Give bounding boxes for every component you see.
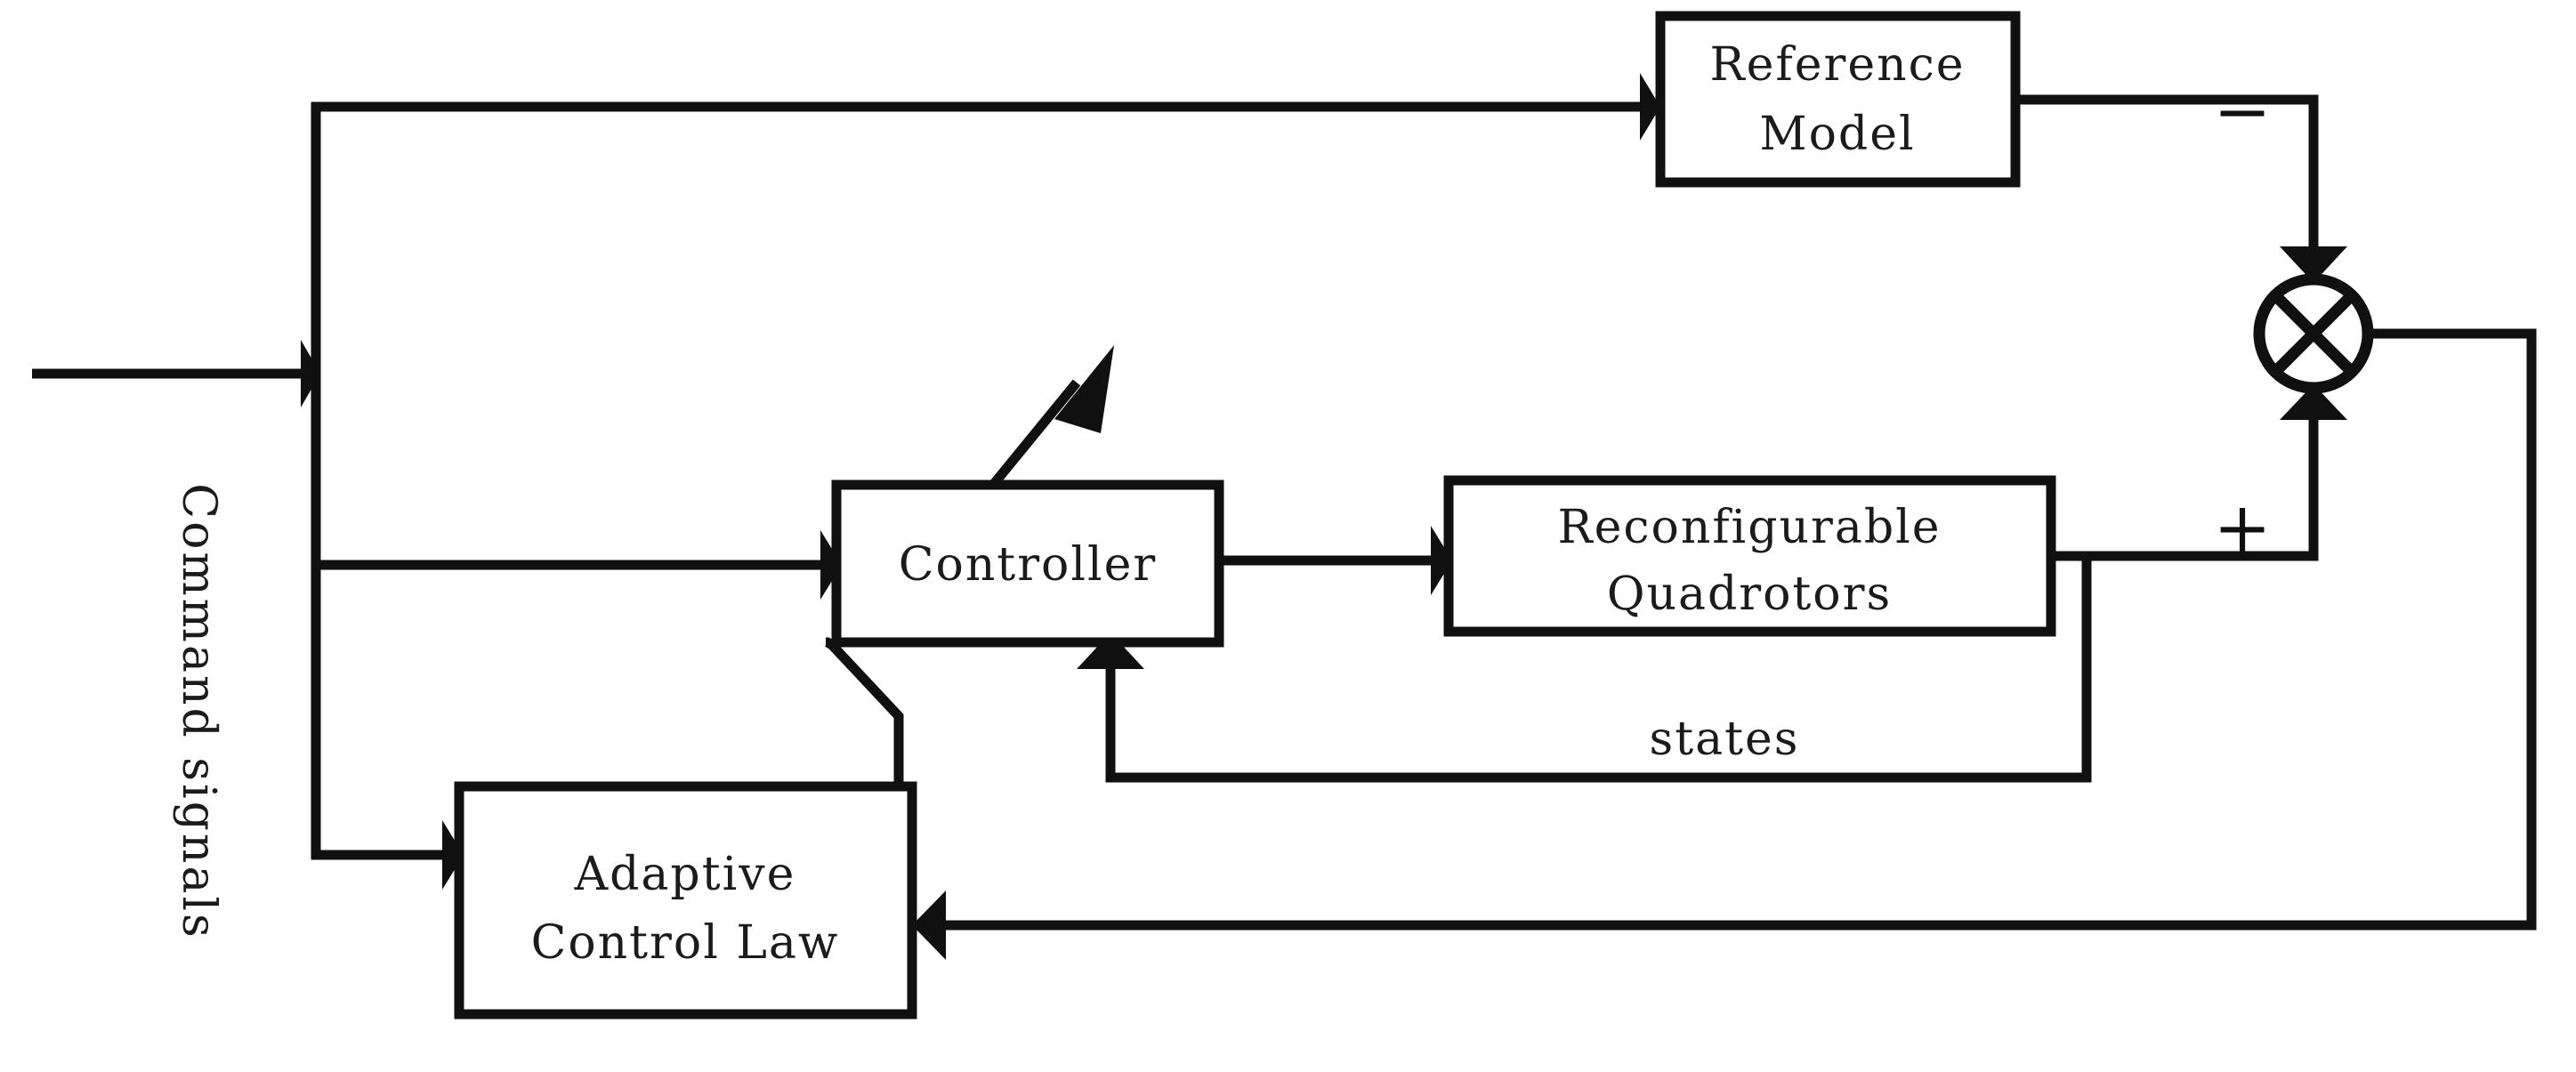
- arrowhead-command-input: [301, 340, 320, 407]
- sum-plus-sign: +: [2213, 488, 2271, 568]
- summing-junction: [2253, 273, 2374, 394]
- controller-label: Controller: [899, 538, 1158, 592]
- arrowhead-reference-model-input: [1640, 73, 1660, 141]
- reference-model-label-line2: Model: [1759, 108, 1915, 161]
- block-reconfigurable-quadrotors[interactable]: [1443, 475, 2056, 637]
- states-label: states: [1650, 713, 1800, 766]
- adaptive-law-label-line2: Control Law: [531, 916, 840, 970]
- block-adaptive-control-law[interactable]: [454, 781, 917, 1020]
- wire-plant-to-sum: [2051, 384, 2347, 561]
- wire-bus-to-adaptive-law: [311, 820, 464, 890]
- wire-adaptive-law-to-controller-link: [825, 637, 904, 787]
- arrowhead-plant-input: [1431, 526, 1452, 595]
- command-signals-label: Command signals: [172, 483, 225, 939]
- arrowhead-adaptive-law-command-input: [442, 820, 464, 890]
- arrowhead-controller-input: [820, 530, 842, 600]
- arrowhead-sum-positive-input: [2280, 384, 2347, 420]
- wire-error-to-adaptive-law: [912, 328, 2537, 960]
- wire-bus-to-controller: [311, 530, 842, 600]
- block-controller[interactable]: [831, 480, 1224, 648]
- arrowhead-adaptive-law-error-input: [912, 891, 946, 960]
- wire-states-feedback: [1077, 560, 2092, 783]
- plant-label-line2: Quadrotors: [1607, 568, 1892, 621]
- block-reference-model[interactable]: [1655, 11, 2021, 188]
- sum-minus-sign: −: [2213, 72, 2271, 152]
- wire-command-input: [32, 340, 320, 407]
- arrowhead-adaptation-gain: [1054, 345, 1114, 433]
- arrowhead-sum-negative-input: [2280, 246, 2347, 283]
- wire-bus-to-reference-model: [311, 73, 1660, 141]
- wire-controller-to-plant: [1219, 526, 1452, 595]
- plant-label-line1: Reconfigurable: [1557, 501, 1941, 554]
- wire-controller-adaptation-arrow: [989, 345, 1114, 488]
- reference-model-label-line1: Reference: [1710, 38, 1966, 92]
- adaptive-law-label-line1: Adaptive: [574, 848, 796, 901]
- wire-reference-model-to-sum: [2015, 94, 2347, 283]
- arrowhead-controller-states-input: [1077, 633, 1144, 669]
